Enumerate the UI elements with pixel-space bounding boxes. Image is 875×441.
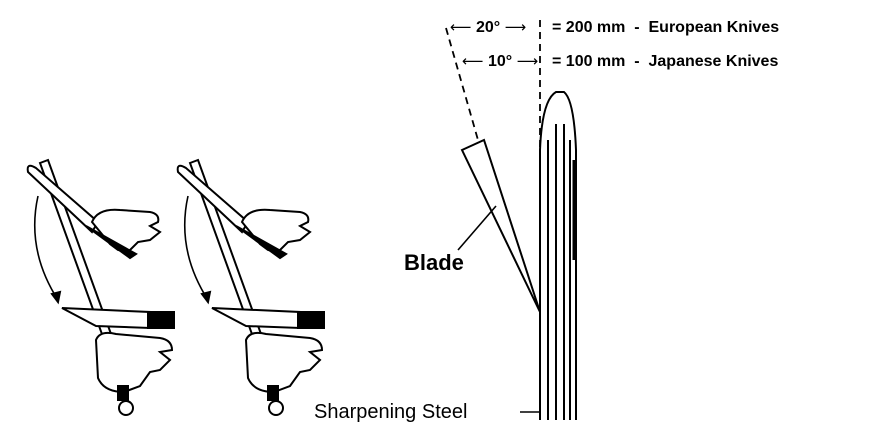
knife-top-1 [26,164,100,234]
motion-arrow-head-1 [50,290,62,305]
hand-top-2 [240,208,312,254]
sharpening-steel-shape [539,91,577,420]
handle-bottom-2 [297,311,325,329]
hand-bottom-2 [244,331,324,394]
handle-top-1 [85,225,138,260]
knife-bottom-1 [61,307,151,330]
hand-bottom-1 [94,331,174,394]
angle-desc-european: = 200 mm - European Knives [552,20,779,36]
handle-top-2 [235,225,288,260]
knife-bottom-2 [211,307,301,330]
knife-top-2 [176,164,250,234]
angle-dash: - [634,19,640,36]
blade-label: Blade [404,250,464,275]
sharpening-illustration-1 [26,158,175,416]
angle-degrees: 20° [475,19,501,36]
angle-row-japanese: ⟵ 10° ⟶ [462,54,538,70]
angle-length: = 100 mm [552,53,626,70]
motion-arrow-head-2 [200,290,212,305]
steel-ring-1 [118,400,134,416]
motion-arrow-2 [183,195,209,301]
arrow-right-icon: ⟶ [504,19,527,36]
angle-desc-japanese: = 100 mm - Japanese Knives [552,54,778,70]
knife-type: European Knives [648,19,780,36]
arrow-left-icon: ⟵ [450,19,472,36]
blade-leader-line [457,205,497,251]
angle-dash: - [634,53,640,70]
handle-bottom-1 [147,311,175,329]
hand-top-1 [90,208,162,254]
steel-ring-2 [268,400,284,416]
steel-handle-2 [267,385,279,401]
blade-shape [460,138,541,313]
steel-handle-1 [117,385,129,401]
angle-reference-line [445,27,479,141]
motion-arrow-1 [33,195,59,301]
arrow-left-icon: ⟵ [462,53,484,70]
angle-row-european: ⟵ 20° ⟶ [450,20,526,36]
arrow-right-icon: ⟶ [516,53,539,70]
angle-degrees: 10° [487,53,513,70]
knife-type: Japanese Knives [648,53,779,70]
angle-length: = 200 mm [552,19,626,36]
steel-label: Sharpening Steel [314,401,468,423]
sharpening-illustration-2 [176,158,325,416]
